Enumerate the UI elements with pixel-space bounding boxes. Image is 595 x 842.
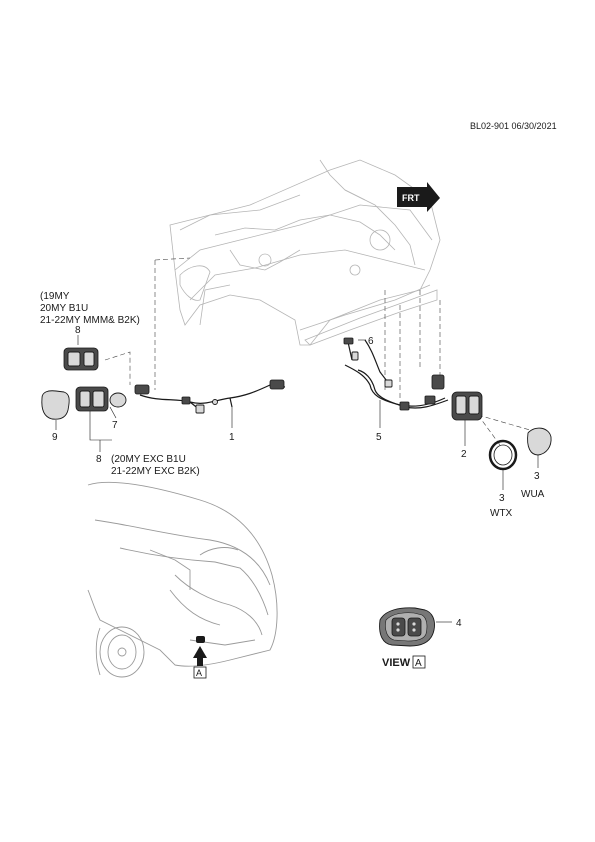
callout-7: 7 [112, 420, 118, 431]
note-19my-line3: 21-22MY MMM& B2K) [40, 315, 140, 326]
front-direction-arrow: FRT [397, 182, 440, 212]
chassis-frame-illustration [169, 159, 441, 346]
part-5-harness [344, 339, 449, 411]
callout-3-wtx: 3 [499, 493, 505, 504]
front-arrow-label: FRT [402, 193, 420, 203]
view-caption: VIEW [382, 657, 411, 669]
callout-8-upper: 8 [75, 325, 81, 336]
part-1-harness [134, 379, 286, 414]
alignment-line [477, 414, 501, 446]
alignment-line [477, 414, 531, 431]
callout-1: 1 [229, 432, 235, 443]
part-2-charge-socket [451, 391, 483, 421]
part-4-charge-port-view [379, 607, 435, 647]
view-a-arrow-letter: A [196, 668, 202, 678]
callout-5: 5 [376, 432, 382, 443]
note-19my-line2: 20MY B1U [40, 303, 88, 314]
note-19my-line1: (19MY [40, 291, 70, 302]
part-8-socket-upper [63, 347, 99, 371]
alignment-line [104, 351, 131, 385]
part-8-socket-lower [75, 386, 127, 412]
vehicle-rear-illustration [87, 481, 278, 678]
view-caption-letter: A [415, 658, 422, 669]
note-20my-line1: (20MY EXC B1U [111, 454, 186, 465]
callout-4: 4 [456, 618, 462, 629]
view-caption-box [412, 655, 426, 669]
part-3-flap-disc-wua [527, 427, 552, 456]
variant-wtx: WTX [490, 508, 513, 519]
view-a-arrow: A [193, 646, 207, 679]
variant-wua: WUA [521, 489, 545, 500]
callout-3-wua: 3 [534, 471, 540, 482]
document-reference: BL02-901 06/30/2021 [470, 121, 557, 131]
part-9-cover-flap [41, 390, 70, 420]
note-20my-line2: 21-22MY EXC B2K) [111, 466, 200, 477]
part-3-flap-ring-wtx [488, 439, 518, 471]
callout-9: 9 [52, 432, 58, 443]
callout-6: 6 [368, 336, 374, 347]
alignment-line [154, 257, 191, 261]
callout-8-lower: 8 [96, 454, 102, 465]
part-6-bracket [343, 337, 359, 361]
callout-2: 2 [461, 449, 467, 460]
